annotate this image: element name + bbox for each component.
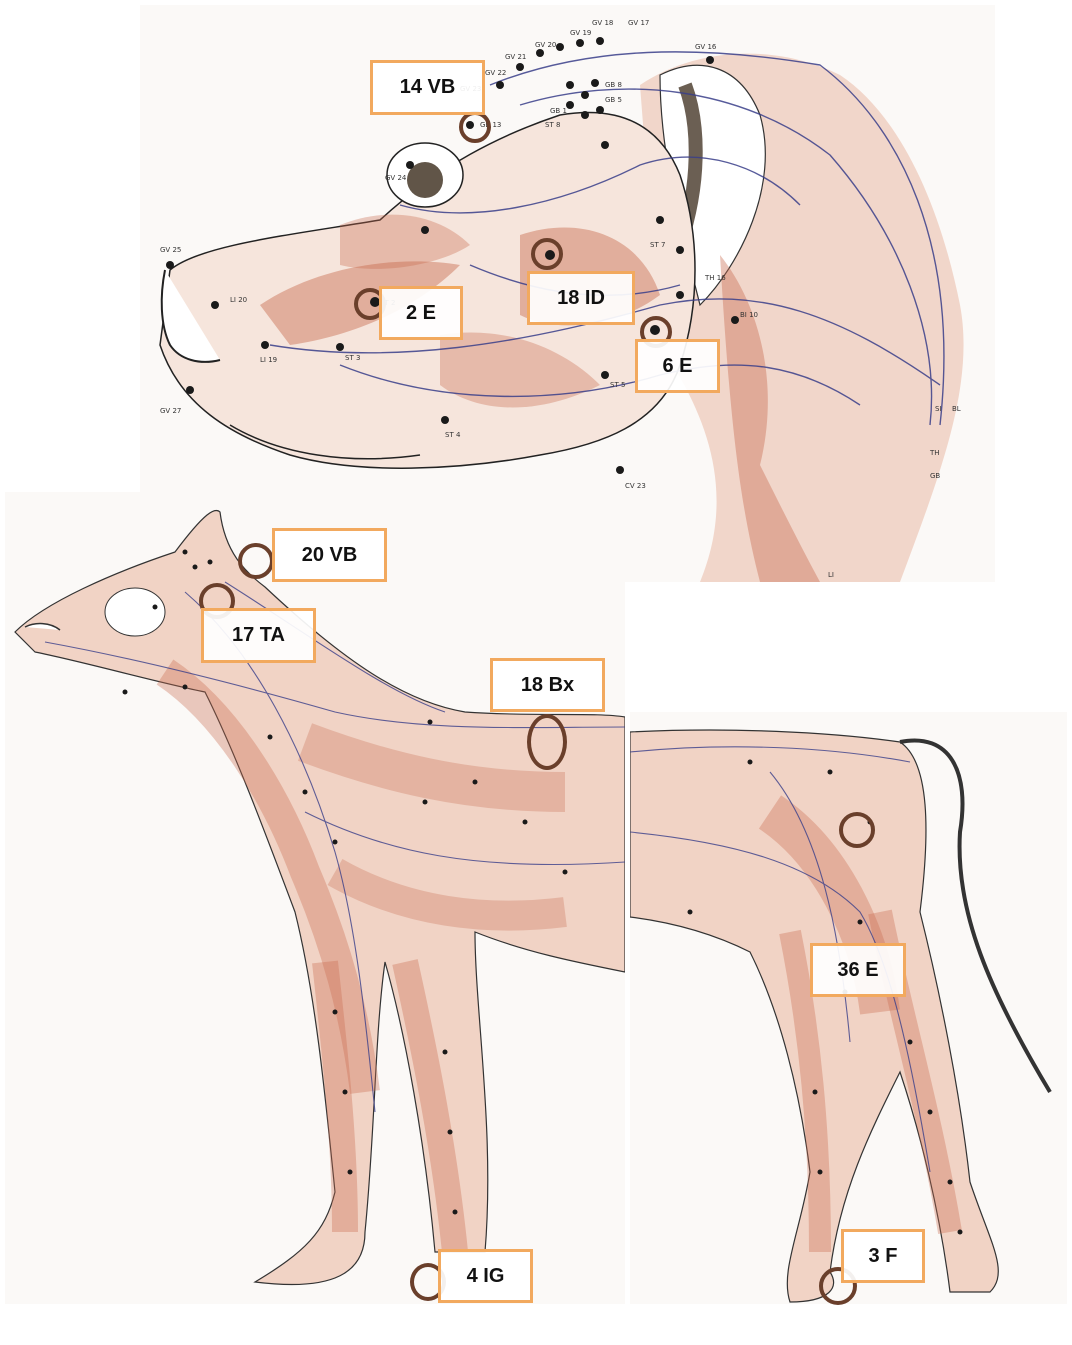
svg-text:ST 3: ST 3	[345, 354, 360, 362]
svg-text:GV 20: GV 20	[535, 41, 556, 49]
svg-text:GB 1: GB 1	[550, 107, 567, 115]
svg-text:GV 16: GV 16	[695, 43, 717, 51]
svg-text:GV 21: GV 21	[505, 53, 526, 61]
svg-text:GV 19: GV 19	[570, 29, 591, 37]
svg-text:GV 17: GV 17	[628, 19, 649, 27]
svg-text:LI 20: LI 20	[230, 296, 247, 304]
label-2e: 2 E	[379, 286, 463, 340]
svg-text:GV 27: GV 27	[160, 407, 181, 415]
svg-text:GV 24: GV 24	[385, 174, 407, 182]
label-6e: 6 E	[635, 339, 720, 393]
dog-hind-panel	[630, 712, 1067, 1304]
svg-text:BI 10: BI 10	[740, 311, 758, 319]
marker-18id	[531, 238, 563, 270]
svg-text:GV 22: GV 22	[485, 69, 506, 77]
svg-text:TH: TH	[929, 449, 940, 457]
label-20vb: 20 VB	[272, 528, 387, 582]
svg-text:CV 23: CV 23	[625, 482, 646, 490]
svg-text:ST 4: ST 4	[445, 431, 461, 439]
svg-text:TH 16: TH 16	[704, 274, 726, 282]
label-17ta: 17 TA	[201, 608, 316, 663]
label-14vb: 14 VB	[370, 60, 485, 115]
label-36e: 36 E	[810, 943, 906, 997]
dog-hind-drawing	[630, 712, 1067, 1304]
svg-text:ST 8: ST 8	[545, 121, 560, 129]
label-18id: 18 ID	[527, 271, 635, 325]
marker-36e	[839, 812, 875, 848]
svg-text:GB 8: GB 8	[605, 81, 622, 89]
svg-text:GB: GB	[930, 472, 940, 480]
svg-text:GV 25: GV 25	[160, 246, 181, 254]
label-18bx: 18 Bx	[490, 658, 605, 712]
svg-text:ST 7: ST 7	[650, 241, 665, 249]
marker-14vb	[459, 111, 491, 143]
svg-text:LI: LI	[828, 571, 834, 579]
svg-text:ST 5: ST 5	[610, 381, 625, 389]
svg-text:GV 18: GV 18	[592, 19, 613, 27]
svg-text:BL: BL	[952, 405, 961, 413]
svg-text:GB 5: GB 5	[605, 96, 622, 104]
svg-text:SI: SI	[935, 405, 942, 413]
svg-text:LI 19: LI 19	[260, 356, 277, 364]
label-4ig: 4 IG	[438, 1249, 533, 1303]
marker-20vb	[238, 543, 274, 579]
label-3f: 3 F	[841, 1229, 925, 1283]
marker-18bx	[527, 714, 567, 770]
